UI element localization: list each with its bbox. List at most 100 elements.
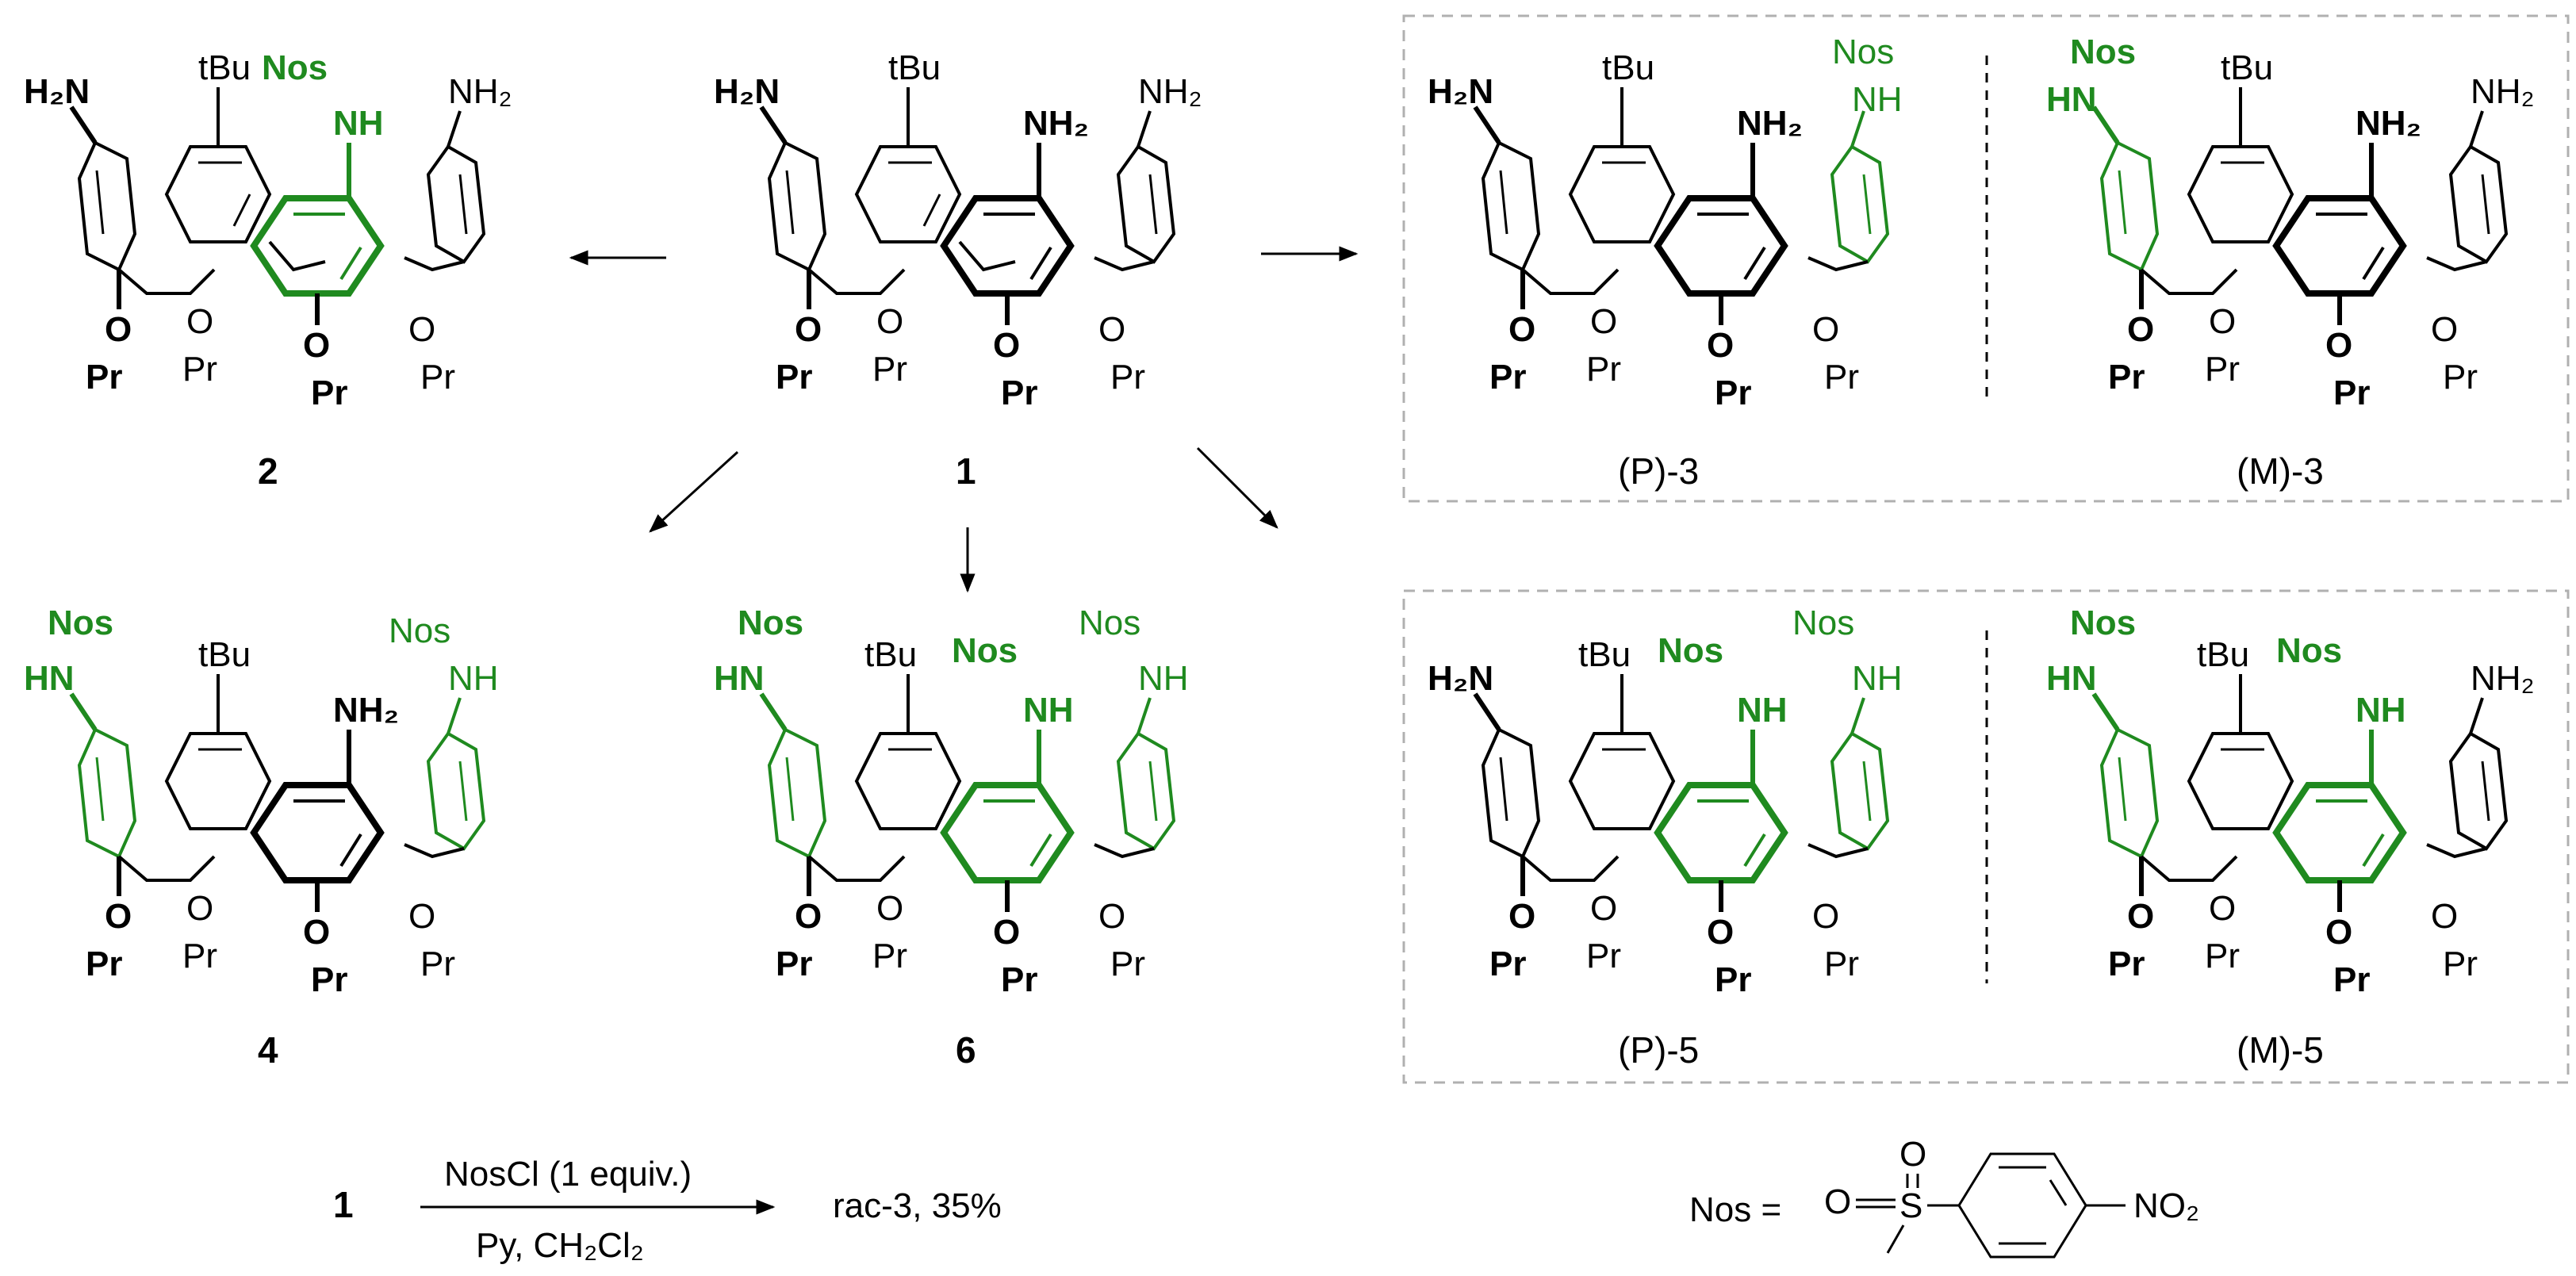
amine-front: NH₂ [2356,104,2421,143]
o-back-left: O [186,302,213,341]
nh-front: NH [2356,691,2406,730]
o-left: O [105,310,132,349]
nos-definition: Nos = O O S NO₂ [1689,1135,2199,1259]
molecule-2: H₂N tBu Nos NH NH₂ O Pr O Pr O Pr O Pr [24,48,512,412]
pr-left: Pr [86,358,122,397]
reaction-product: rac-3, 35% [833,1186,1002,1225]
tbu-label: tBu [864,635,917,674]
hn-left: HN [24,659,75,698]
o-right: O [1098,310,1125,349]
o-right: O [1812,897,1839,936]
pr-back-left: Pr [2205,350,2240,389]
o-front: O [2325,913,2352,952]
tbu-label: tBu [1578,635,1631,674]
pr-left: Pr [776,945,812,983]
nos-no2: NO₂ [2133,1186,2199,1225]
nh-right: NH [1138,659,1189,698]
pr-back-left: Pr [872,937,907,975]
o-back-left: O [876,302,903,341]
nh-right: NH [1852,659,1903,698]
nos-s: S [1899,1186,1922,1225]
tbu-label: tBu [2197,635,2249,674]
nos-left: Nos [2070,33,2136,71]
pr-right: Pr [1824,358,1859,397]
label-2: 2 [258,450,278,492]
o-front: O [303,913,330,952]
nh-front: NH [1023,691,1074,730]
label-p3: (P)-3 [1618,450,1699,492]
molecule-m5: Nos HN tBu Nos NH NH₂ O Pr O Pr O Pr O P… [2046,604,2535,999]
nos-o-top: O [1899,1135,1926,1174]
o-front: O [1707,913,1734,952]
nos-right: Nos [1792,604,1854,642]
pr-front: Pr [1715,960,1751,999]
amine-right: NH₂ [2471,72,2535,111]
o-back-left: O [2209,302,2236,341]
nos-front: Nos [952,631,1018,670]
o-left: O [1508,897,1535,936]
pr-right: Pr [1824,945,1859,983]
nh-right: NH [448,659,499,698]
molecule-6: Nos HN tBu Nos NH Nos NH O Pr O Pr O Pr … [714,604,1189,999]
pr-front: Pr [2333,960,2370,999]
pr-back-left: Pr [872,350,907,389]
arrow-to-4 [649,450,739,533]
pr-front: Pr [2333,374,2370,412]
label-4: 4 [258,1029,278,1071]
o-left: O [1508,310,1535,349]
o-right: O [1812,310,1839,349]
o-left: O [2127,310,2154,349]
pr-left: Pr [2108,945,2145,983]
o-right: O [408,897,435,936]
amine-left: H₂N [1428,659,1493,698]
label-1: 1 [956,450,976,492]
label-6: 6 [956,1029,976,1071]
label-p5: (P)-5 [1618,1029,1699,1071]
amine-front: NH₂ [1737,104,1803,143]
o-back-left: O [876,889,903,928]
hn-left: HN [714,659,765,698]
nos-right: Nos [1079,604,1140,642]
o-left: O [105,897,132,936]
o-front: O [993,913,1020,952]
pr-right: Pr [1110,945,1145,983]
pr-left: Pr [776,358,812,397]
box-compound-3 [1402,14,2570,503]
o-right: O [408,310,435,349]
o-back-left: O [1590,302,1617,341]
tbu-label: tBu [1602,48,1654,87]
reaction-start: 1 [333,1184,354,1225]
molecule-p5: H₂N tBu Nos NH Nos NH O Pr O Pr O Pr O P… [1428,604,1903,999]
o-left: O [795,310,822,349]
molecule-p3: H₂N tBu NH₂ Nos NH O Pr O Pr O Pr O Pr [1428,33,1903,412]
label-m3: (M)-3 [2237,450,2324,492]
nos-front: Nos [262,48,328,87]
tbu-label: tBu [198,635,251,674]
pr-front: Pr [1715,374,1751,412]
nos-prefix: Nos = [1689,1190,1781,1229]
o-back-left: O [1590,889,1617,928]
tbu-label: tBu [888,48,941,87]
label-m5: (M)-5 [2237,1029,2324,1071]
pr-left: Pr [1489,358,1526,397]
pr-left: Pr [1489,945,1526,983]
nos-benzene-ring [1957,1152,2087,1259]
o-front: O [303,326,330,365]
tbu-label: tBu [198,48,251,87]
nos-front: Nos [1658,631,1723,670]
reaction-reagent: NosCl (1 equiv.) [444,1155,692,1194]
nos-right: Nos [389,611,450,650]
o-left: O [2127,897,2154,936]
o-left: O [795,897,822,936]
o-right: O [2431,310,2458,349]
pr-front: Pr [311,374,347,412]
pr-front: Pr [311,960,347,999]
pr-right: Pr [420,945,455,983]
amine-left: H₂N [24,72,90,111]
box-compound-5 [1402,589,2570,1084]
hn-left: HN [2046,80,2097,119]
pr-back-left: Pr [2205,937,2240,975]
pr-right: Pr [2443,945,2478,983]
pr-front: Pr [1001,960,1037,999]
